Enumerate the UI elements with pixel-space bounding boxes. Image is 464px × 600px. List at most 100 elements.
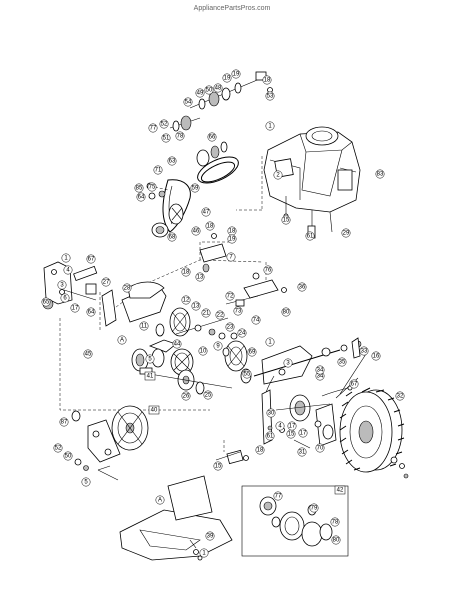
callout-number: 19 (224, 75, 231, 81)
callout-l1: 19 (222, 73, 232, 83)
callout-number: 9 (216, 343, 220, 349)
lower-pulley-bracket (71, 405, 149, 481)
callout-number: 16 (373, 353, 380, 359)
callout-number: 32 (397, 393, 404, 399)
callout-number: 15 (215, 463, 222, 469)
callout-number: 47 (203, 209, 210, 215)
callout-bubble (60, 293, 70, 303)
callout-number: 40 (151, 407, 158, 413)
callout-number: 69 (249, 349, 256, 355)
callout-number: 68 (169, 234, 176, 240)
callout-number: 45 (85, 351, 92, 357)
callout-bubble (205, 221, 215, 231)
callout-bubble (41, 297, 51, 307)
callout-number: 4 (66, 267, 70, 273)
callout-bubble (195, 272, 205, 282)
callout-bubble (148, 123, 158, 133)
callout-number: 5 (148, 356, 152, 362)
callout-bubble (227, 234, 237, 244)
callout-l95: A (155, 495, 165, 505)
callout-l80: 61 (265, 431, 275, 441)
callout-l40: 17 (70, 303, 80, 313)
callout-l66: 45 (83, 349, 93, 359)
cable (321, 385, 353, 397)
callout-bubble (57, 280, 67, 290)
callout-l74: 67 (349, 379, 359, 389)
callout-number: 18 (183, 269, 190, 275)
callout-bubble (263, 265, 273, 275)
callout-l17: 85 (134, 183, 144, 193)
callout-l57: 9 (213, 341, 223, 351)
callout-l90: 42 (334, 485, 346, 495)
callout-l99: 34 (315, 365, 325, 375)
callout-l87: 31 (297, 447, 307, 457)
callout-number: 17 (300, 430, 307, 436)
callout-l92: 79 (309, 503, 319, 513)
callout-l34: 1 (61, 253, 71, 263)
callout-bubble (334, 485, 346, 495)
callout-bubble (63, 265, 73, 275)
callout-number: 74 (253, 317, 260, 323)
callout-l62: 55 (242, 369, 252, 379)
callout-number: 15 (288, 431, 295, 437)
callout-number: 28 (124, 285, 131, 291)
callout-number: 22 (217, 312, 224, 318)
callout-l51: 13 (191, 301, 201, 311)
callout-l60: 44 (172, 339, 182, 349)
callout-number: 6 (63, 295, 67, 301)
callout-number: 85 (136, 185, 143, 191)
callout-bubble (273, 491, 283, 501)
callout-l96: 39 (205, 531, 215, 541)
callout-l93: 78 (330, 517, 340, 527)
callout-bubble (191, 301, 201, 311)
callout-l25: 68 (167, 232, 177, 242)
callout-l42: 27 (101, 277, 111, 287)
callout-l15: 83 (375, 169, 385, 179)
callout-number: 77 (150, 125, 157, 131)
callout-bubble (122, 283, 132, 293)
callout-bubble (255, 445, 265, 455)
callout-l43: 28 (122, 283, 132, 293)
callout-l97: 1 (199, 548, 209, 558)
callout-number: 76 (265, 267, 272, 273)
callout-bubble (395, 391, 405, 401)
callout-bubble (275, 421, 285, 431)
callout-bubble (359, 346, 369, 356)
callout-bubble (237, 328, 247, 338)
callout-bubble (213, 461, 223, 471)
callout-number: 64 (88, 309, 95, 315)
callout-bubble (337, 357, 347, 367)
callout-number: 4 (278, 423, 282, 429)
callout-number: 1 (268, 123, 272, 129)
callout-number: 18 (264, 77, 271, 83)
callout-bubble (59, 417, 69, 427)
switch-assembly (215, 440, 249, 465)
callout-number: 1 (202, 550, 206, 556)
callout-bubble (161, 133, 171, 143)
callout-l10: 52 (159, 119, 169, 129)
callout-bubble (315, 443, 325, 453)
callout-bubble (201, 207, 211, 217)
callout-l24: 46 (191, 226, 201, 236)
upper-right-brackets (225, 262, 287, 307)
callout-bubble (231, 69, 241, 79)
callout-number: 77 (275, 493, 282, 499)
callout-number: 78 (177, 133, 184, 139)
callout-l2: 19 (231, 69, 241, 79)
callout-number: 72 (227, 293, 234, 299)
callout-l13: 1 (265, 121, 275, 131)
callout-bubble (265, 431, 275, 441)
callout-bubble (341, 228, 351, 238)
callout-number: 80 (283, 309, 290, 315)
callout-number: 1 (64, 255, 68, 261)
callout-number: 34 (317, 367, 324, 373)
callout-number: 33 (361, 348, 368, 354)
callout-l47: 73 (233, 306, 243, 316)
callout-l85: 17 (287, 421, 297, 431)
callout-l84: 4 (275, 421, 285, 431)
callout-l64: 25 (203, 390, 213, 400)
callout-l21: 63 (167, 156, 177, 166)
callout-number: 80 (333, 537, 340, 543)
callout-number: 39 (207, 533, 214, 539)
